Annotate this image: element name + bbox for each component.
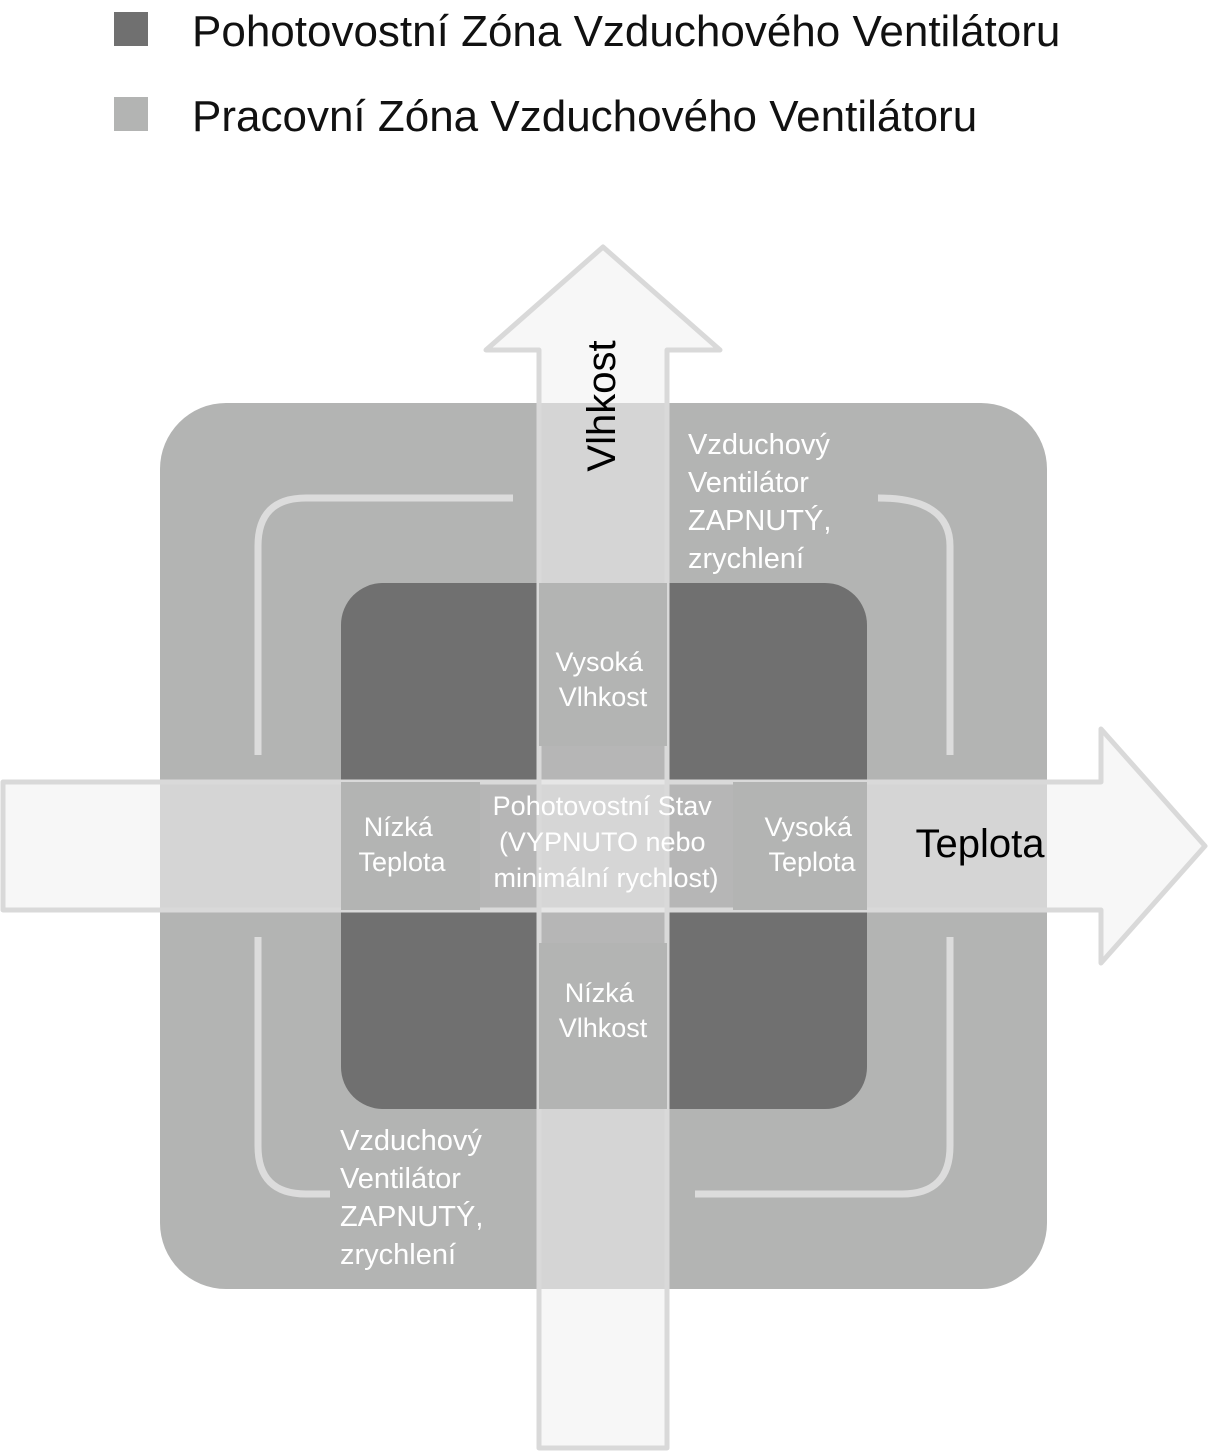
bracket-bottom-left (254, 937, 330, 1198)
temperature-arrow-inner-right (733, 782, 867, 910)
bracket-top-right (877, 494, 954, 755)
legend-label-standby: Pohotovostní Zóna Vzduchového Ventilátor… (192, 7, 1060, 56)
fan-on-label-bottom: Vzduchový Ventilátor ZAPNUTÝ, zrychlení (340, 1125, 491, 1271)
bracket-bottom-right (695, 937, 954, 1198)
standby-state-label: Pohotovostní Stav (VYPNUTO nebo minimáln… (493, 791, 720, 893)
low-temperature-label: Nízká Teplota (358, 812, 446, 877)
legend: Pohotovostní Zóna Vzduchového Ventilátor… (114, 7, 1060, 141)
high-temperature-label: Vysoká Teplota (764, 812, 859, 877)
humidity-arrow-inner-top (539, 583, 667, 746)
legend-label-working: Pracovní Zóna Vzduchového Ventilátoru (192, 92, 977, 141)
bracket-top-left (254, 494, 513, 755)
temperature-axis-label: Teplota (916, 822, 1046, 866)
legend-swatch-standby (114, 12, 148, 46)
corner-brackets (254, 494, 954, 1198)
fan-on-label-top: Vzduchový Ventilátor ZAPNUTÝ, zrychlení (688, 429, 839, 575)
humidity-axis-label: Vlhkost (580, 340, 624, 471)
humidity-arrow-inner-bottom (539, 943, 667, 1109)
humidity-arrow (483, 244, 723, 1451)
low-humidity-label: Nízká Vlhkost (559, 978, 648, 1043)
legend-swatch-working (114, 97, 148, 131)
temperature-arrow-inner-left (341, 782, 480, 910)
high-humidity-label: Vysoká Vlhkost (555, 647, 650, 712)
